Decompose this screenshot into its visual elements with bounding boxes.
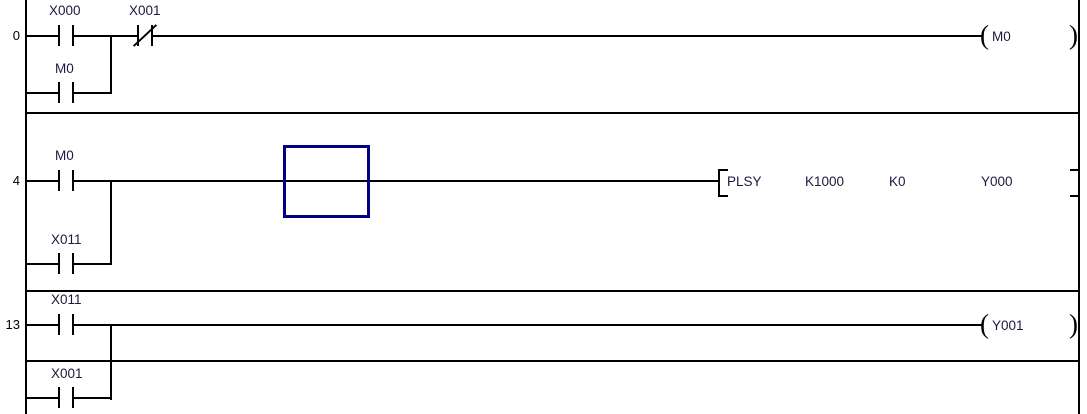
contact-bar-right (72, 82, 74, 103)
contact-label-x011: X011 (51, 292, 82, 307)
coil-m0[interactable]: ( M0 (980, 22, 1040, 52)
rung-separator-1 (25, 112, 1080, 114)
coil-y001-close: ) (1069, 311, 1083, 341)
contact-bar-left (58, 82, 60, 103)
branch-right-riser-rung0 (110, 35, 112, 94)
wire-rung0-seg1 (25, 35, 58, 37)
branch-left-riser-rung13 (25, 324, 27, 400)
contact-x001-nc[interactable] (132, 24, 158, 47)
contact-bar-left (58, 170, 60, 191)
wire-rung13-seg2 (72, 324, 982, 326)
instruction-mnemonic: PLSY (727, 174, 762, 189)
wire-branch-rung0-seg1 (25, 92, 58, 94)
coil-close-paren: ) (1069, 309, 1078, 339)
contact-bar-right (72, 25, 74, 46)
wire-branch-rung4-seg1 (25, 263, 58, 265)
contact-bar-left (58, 253, 60, 274)
contact-label-m0: M0 (55, 148, 74, 163)
wire-rung4-seg1 (25, 180, 58, 182)
coil-m0-close: ) (1069, 22, 1083, 52)
instruction-operand-1: K1000 (805, 174, 845, 189)
instruction-close-bracket (1070, 169, 1080, 197)
contact-bar-left (137, 25, 139, 46)
wire-branch-rung0-seg2 (72, 92, 112, 94)
contact-x000-no[interactable] (58, 25, 74, 46)
wire-rung13-seg1 (25, 324, 58, 326)
contact-label-x001-branch: X001 (51, 366, 83, 381)
rung-separator-3 (25, 360, 1080, 362)
contact-label-x001: X001 (129, 3, 161, 18)
instruction-open-bracket (718, 169, 728, 197)
instruction-operand-3: Y000 (981, 174, 1013, 189)
contact-bar-right (72, 314, 74, 335)
wire-rung4-seg2 (72, 180, 720, 182)
coil-open-paren: ( (980, 20, 989, 50)
contact-m0-no[interactable] (58, 170, 74, 191)
coil-close-paren: ) (1069, 20, 1078, 50)
contact-bar-right (72, 387, 74, 408)
contact-bar-right (72, 170, 74, 191)
branch-right-riser-rung4 (110, 180, 112, 265)
contact-bar-left (58, 314, 60, 335)
wire-rung0-seg2 (72, 35, 137, 37)
contact-label-x011-branch: X011 (51, 232, 82, 247)
wire-rung0-seg3 (151, 35, 982, 37)
coil-label-m0: M0 (992, 29, 1011, 44)
contact-m0-no[interactable] (58, 82, 74, 103)
contact-bar-left (58, 387, 60, 408)
contact-bar-right (151, 25, 153, 46)
right-power-rail (1078, 0, 1080, 414)
contact-x001-no[interactable] (58, 387, 74, 408)
contact-label-x000: X000 (49, 3, 81, 18)
selection-cursor[interactable] (283, 145, 370, 218)
instruction-operand-2: K0 (889, 174, 906, 189)
branch-right-riser-rung13 (110, 324, 112, 400)
contact-label-m0-branch: M0 (55, 61, 74, 76)
wire-branch-rung13-seg2 (72, 397, 112, 399)
wire-branch-rung4-seg2 (72, 263, 112, 265)
step-number-0: 0 (12, 28, 20, 43)
contact-x011-no[interactable] (58, 314, 74, 335)
coil-open-paren: ( (980, 309, 989, 339)
wire-branch-rung13-seg1 (25, 397, 58, 399)
contact-bar-left (58, 25, 60, 46)
contact-bar-right (72, 253, 74, 274)
step-number-4: 4 (12, 173, 20, 188)
coil-y001[interactable]: ( Y001 (980, 311, 1040, 341)
branch-left-riser-rung4 (25, 180, 27, 265)
coil-label-y001: Y001 (992, 318, 1024, 333)
branch-left-riser-rung0 (25, 35, 27, 94)
rung-separator-2 (25, 290, 1080, 292)
contact-x011-no[interactable] (58, 253, 74, 274)
step-number-13: 13 (5, 317, 20, 332)
